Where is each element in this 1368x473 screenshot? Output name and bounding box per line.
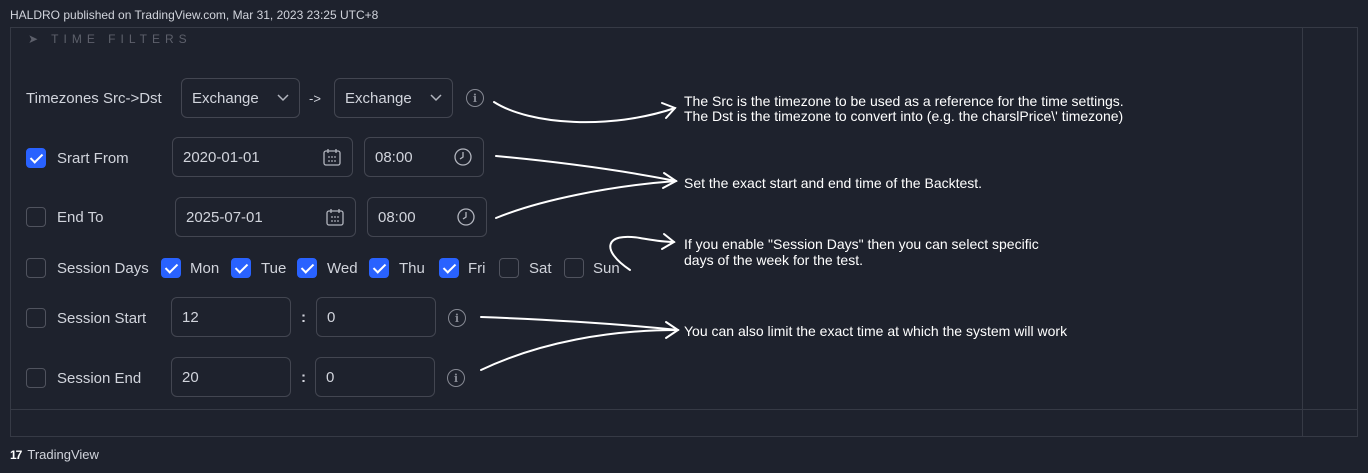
session-start-label: Session Start xyxy=(57,310,147,327)
clock-icon xyxy=(454,148,472,166)
session-start-separator: : xyxy=(301,309,306,326)
session-start-minute-input[interactable]: 0 xyxy=(316,297,436,337)
panel-divider-horizontal xyxy=(10,409,1358,410)
dst-timezone-value: Exchange xyxy=(345,89,412,107)
session-days-checkbox[interactable] xyxy=(26,258,46,278)
calendar-icon xyxy=(326,209,344,226)
day-label-tue: Tue xyxy=(261,260,287,277)
info-icon[interactable]: i xyxy=(466,89,484,107)
day-label-fri: Fri xyxy=(468,260,486,277)
footer-brand: TradingView xyxy=(27,447,99,462)
session-end-hour-input[interactable]: 20 xyxy=(171,357,291,397)
start-date-input[interactable]: 2020-01-01 xyxy=(172,137,353,177)
session-start-hour-input[interactable]: 12 xyxy=(171,297,291,337)
start-time-value: 08:00 xyxy=(375,148,413,166)
timezone-arrow: -> xyxy=(309,91,321,106)
day-label-thu: Thu xyxy=(399,260,425,277)
timezone-note-line2: The Dst is the timezone to convert into … xyxy=(684,108,1124,124)
day-label-sun: Sun xyxy=(593,260,620,277)
session-start-hour-value: 12 xyxy=(182,308,199,326)
tradingview-logo: 17 xyxy=(10,447,22,462)
session-days-label: Session Days xyxy=(57,260,149,277)
day-label-mon: Mon xyxy=(190,260,220,277)
end-time-value: 08:00 xyxy=(378,208,416,226)
day-checkbox-wed[interactable] xyxy=(297,258,317,278)
end-time-input[interactable]: 08:00 xyxy=(367,197,487,237)
end-date-value: 2025-07-01 xyxy=(186,208,263,226)
day-checkbox-sun[interactable] xyxy=(564,258,584,278)
day-checkbox-fri[interactable] xyxy=(439,258,459,278)
src-timezone-value: Exchange xyxy=(192,89,259,107)
end-checkbox[interactable] xyxy=(26,207,46,227)
start-date-value: 2020-01-01 xyxy=(183,148,260,166)
info-icon[interactable]: i xyxy=(448,309,466,327)
session-end-hour-value: 20 xyxy=(182,368,199,386)
day-checkbox-sat[interactable] xyxy=(499,258,519,278)
footer: 17 TradingView xyxy=(10,447,99,462)
session-end-minute-value: 0 xyxy=(326,368,335,386)
session-end-minute-input[interactable]: 0 xyxy=(315,357,435,397)
src-timezone-select[interactable]: Exchange xyxy=(181,78,300,118)
day-checkbox-mon[interactable] xyxy=(161,258,181,278)
start-checkbox[interactable] xyxy=(26,148,46,168)
dst-timezone-select[interactable]: Exchange xyxy=(334,78,453,118)
days-note-line1: If you enable "Session Days" then you ca… xyxy=(684,236,1039,252)
chevron-down-icon xyxy=(277,94,289,102)
start-label: Srart From xyxy=(57,150,129,167)
day-label-wed: Wed xyxy=(327,260,358,277)
session-note: You can also limit the exact time at whi… xyxy=(684,323,1068,339)
session-end-checkbox[interactable] xyxy=(26,368,46,388)
day-label-sat: Sat xyxy=(529,260,552,277)
backtest-note: Set the exact start and end time of the … xyxy=(684,175,983,191)
info-icon[interactable]: i xyxy=(447,369,465,387)
calendar-icon xyxy=(323,149,341,166)
chevron-down-icon xyxy=(430,94,442,102)
panel-divider-vertical xyxy=(1302,27,1303,437)
timezones-label: Timezones Src->Dst xyxy=(26,90,162,107)
day-checkbox-tue[interactable] xyxy=(231,258,251,278)
days-note-line2: days of the week for the test. xyxy=(684,252,863,268)
end-label: End To xyxy=(57,209,104,226)
day-checkbox-thu[interactable] xyxy=(369,258,389,278)
end-date-input[interactable]: 2025-07-01 xyxy=(175,197,356,237)
session-start-checkbox[interactable] xyxy=(26,308,46,328)
start-time-input[interactable]: 08:00 xyxy=(364,137,484,177)
section-title: ➤ TIME FILTERS xyxy=(28,32,192,46)
publisher-line: HALDRO published on TradingView.com, Mar… xyxy=(10,8,379,22)
timezone-note-line1: The Src is the timezone to be used as a … xyxy=(684,93,1124,109)
session-end-label: Session End xyxy=(57,370,142,387)
session-end-separator: : xyxy=(301,369,306,386)
session-start-minute-value: 0 xyxy=(327,308,336,326)
clock-icon xyxy=(457,208,475,226)
